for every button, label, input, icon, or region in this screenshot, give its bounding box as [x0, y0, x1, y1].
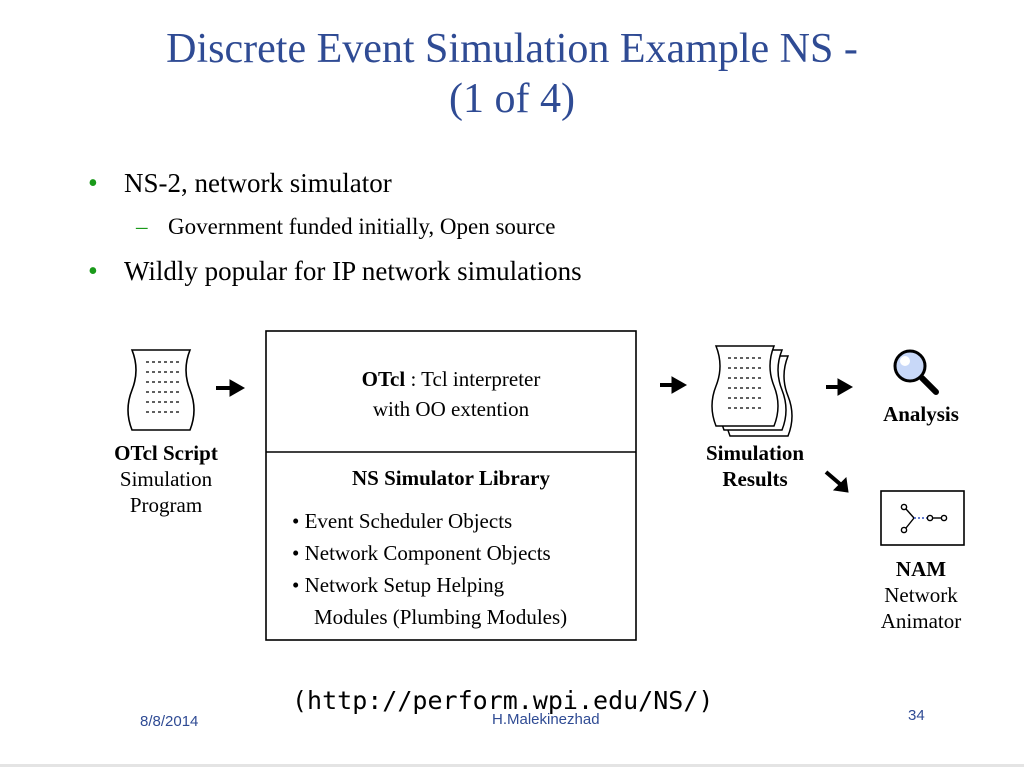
footer-author: H.Malekinezhad [492, 711, 600, 728]
library-title: NS Simulator Library [352, 466, 550, 490]
title-line-1: Discrete Event Simulation Example NS - [166, 26, 858, 72]
bullet-dot: • [88, 168, 98, 199]
sub-bullet-text: Government funded initially, Open source [168, 214, 556, 239]
library-item: • Network Setup Helping [292, 573, 505, 597]
nam-label: NAM Network Animator [866, 556, 976, 634]
sub-bullet-funding: –Government funded initially, Open sourc… [136, 214, 556, 240]
arrow-diagonal-icon [824, 470, 849, 493]
otcl-description: OTcl : Tcl interpreter with OO extention [266, 364, 636, 424]
results-label: Simulation Results [690, 440, 820, 492]
arrow-right-icon [216, 379, 246, 397]
library-list: • Event Scheduler Objects • Network Comp… [292, 505, 636, 633]
nam-line-3: Animator [880, 609, 962, 633]
bottom-divider [0, 764, 1024, 767]
footer-page-number: 34 [908, 707, 925, 724]
results-line-1: Simulation [705, 441, 805, 465]
script-label-line2: Simulation [119, 467, 213, 491]
script-label-line3: Program [129, 493, 203, 517]
magnifier-icon [893, 349, 939, 395]
footer-date: 8/8/2014 [140, 713, 199, 730]
bullet-text: Wildly popular for IP network simulation… [124, 256, 582, 286]
results-line-2: Results [722, 467, 788, 491]
script-label-title: OTcl Script [114, 441, 218, 465]
library-item: Modules (Plumbing Modules) [314, 605, 568, 629]
title-line-2: (1 of 4) [449, 76, 575, 122]
library-item: • Network Component Objects [292, 541, 551, 565]
otcl-line-1: OTcl : Tcl interpreter [266, 364, 636, 394]
nam-title: NAM [895, 557, 947, 581]
bullet-dot: • [88, 256, 98, 287]
arrow-right-icon [660, 376, 688, 394]
library-item: • Event Scheduler Objects [292, 509, 513, 533]
script-label: OTcl Script Simulation Program [96, 440, 236, 518]
ns-simulator-box [265, 330, 637, 641]
otcl-desc: : Tcl interpreter [405, 367, 541, 391]
source-url: (http://perform.wpi.edu/NS/) [292, 686, 714, 715]
bullet-popular: • Wildly popular for IP network simulatio… [88, 256, 582, 288]
arrow-right-icon [826, 378, 854, 396]
slide-title: Discrete Event Simulation Example NS - (… [0, 24, 1024, 124]
sub-bullet-dash: – [136, 214, 148, 239]
bullet-ns2: • NS-2, network simulator [88, 168, 392, 200]
network-node-icon [900, 503, 948, 534]
bullet-text: NS-2, network simulator [124, 168, 392, 198]
otcl-line-2: with OO extention [372, 397, 530, 421]
nam-line-2: Network [884, 583, 958, 607]
script-document-icon [127, 349, 195, 431]
results-document-icon [711, 345, 793, 437]
analysis-label: Analysis [883, 402, 959, 426]
otcl-name: OTcl [361, 367, 406, 391]
